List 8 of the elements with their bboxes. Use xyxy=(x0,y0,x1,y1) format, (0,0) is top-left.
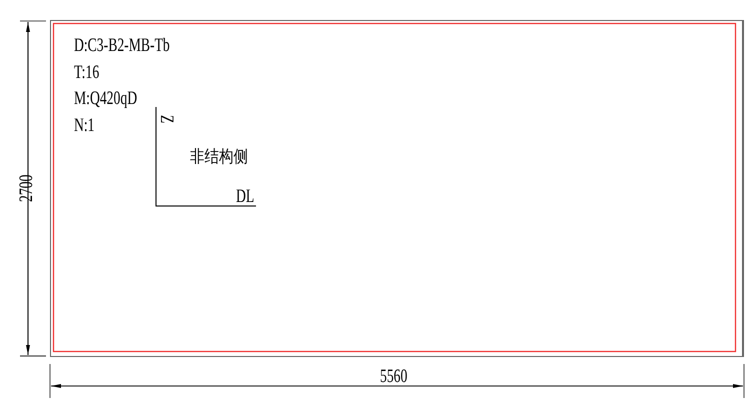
axis-label: Z xyxy=(156,115,176,124)
axis-label: DL xyxy=(236,187,254,207)
dimension-text: 5560 xyxy=(380,367,408,387)
plate-info-text: M:Q420qD xyxy=(74,89,138,109)
side-label: 非结构侧 xyxy=(190,147,248,167)
plate-info-text: T:16 xyxy=(74,62,100,82)
plate-info-text: N:1 xyxy=(74,116,95,136)
plate-info-text: D:C3-B2-MB-Tb xyxy=(74,36,170,56)
